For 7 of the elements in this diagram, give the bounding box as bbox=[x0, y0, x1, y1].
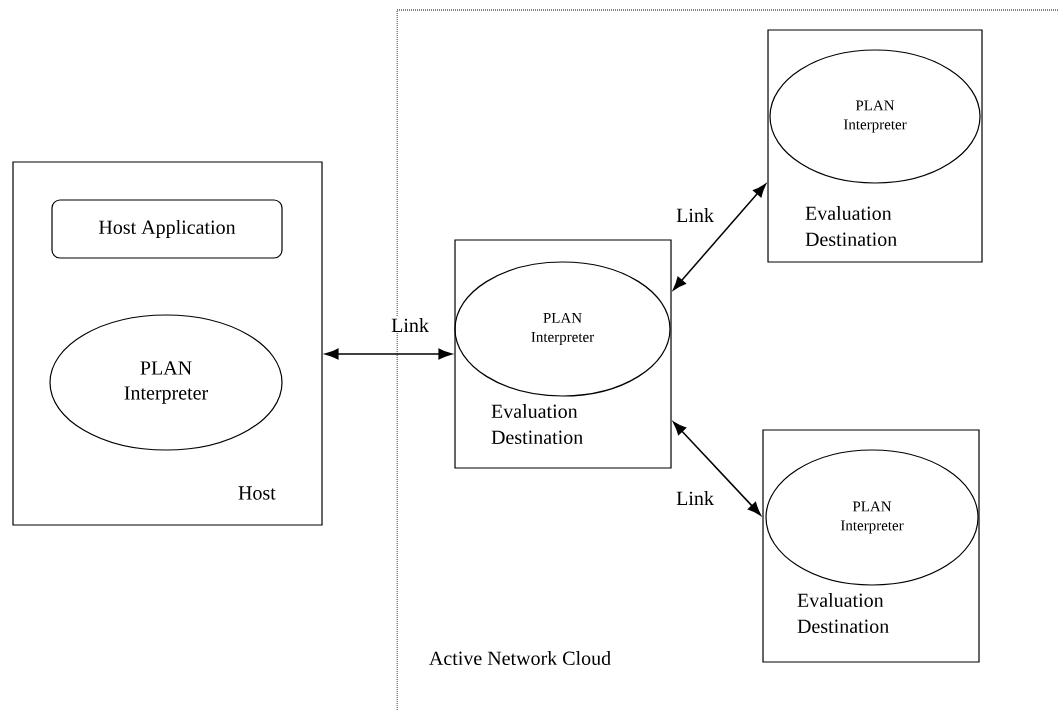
application-box: Host Application bbox=[51, 199, 283, 259]
double-arrow bbox=[672, 183, 767, 291]
edge-label: Link bbox=[675, 490, 715, 506]
edge-label: Link bbox=[675, 207, 715, 223]
edge-label: Link bbox=[390, 317, 430, 333]
double-arrow bbox=[672, 421, 762, 516]
double-arrow bbox=[324, 348, 453, 360]
